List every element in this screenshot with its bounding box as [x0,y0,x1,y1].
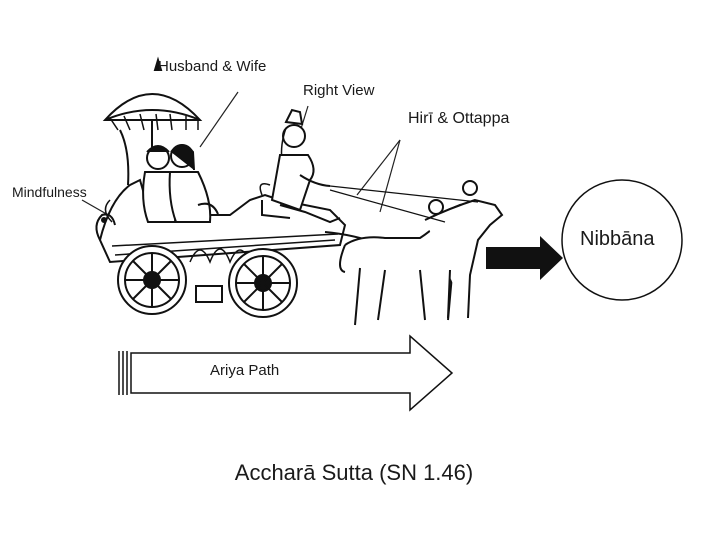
husband-wife-label: Husband & Wife [158,58,267,75]
horse-front [424,198,504,319]
ariya-path-label: Ariya Path [210,362,280,379]
caption: Accharā Sutta (SN 1.46) [234,460,474,485]
pointer-lines [81,91,401,217]
wheel-right [228,248,298,318]
mindfulness-label: Mindfulness [12,184,87,200]
parasol-icon [102,56,203,186]
arrow-to-nibbana [486,236,563,280]
chariot-pedestal [195,285,223,303]
reins [329,185,479,223]
chariot-body [95,178,347,265]
couple-figures [142,144,219,223]
hiri-ottappa-label: Hirī & Ottappa [408,110,510,127]
charioteer-figure [261,108,341,224]
nibbana-circle [561,179,683,301]
nibbana-label: Nibbāna [580,228,655,250]
hiri-pointer-1 [356,139,401,196]
hiri-pointer-2 [379,139,401,213]
wheel-left [117,245,187,315]
chariot-illustration [95,56,504,326]
husband-wife-pointer [199,91,239,148]
right-view-label: Right View [303,82,375,99]
ariya-path-arrow [118,334,454,412]
